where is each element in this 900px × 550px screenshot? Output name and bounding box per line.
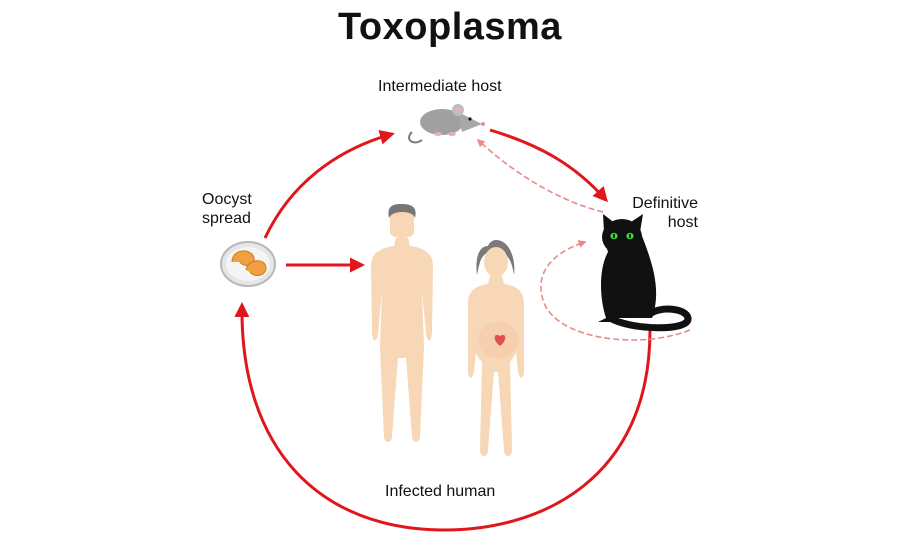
woman-figure	[468, 240, 524, 456]
diagram-title: Toxoplasma	[338, 6, 562, 48]
label-intermediate-host: Intermediate host	[378, 78, 502, 95]
label-definitive-host-line1: Definitive	[632, 195, 698, 212]
label-oocyst-spread: Oocyst spread	[202, 190, 252, 228]
label-definitive-host: Definitive host	[618, 194, 698, 232]
label-definitive-host-line2: host	[667, 214, 698, 231]
dashed-arrow-cat-self-loop	[540, 240, 691, 341]
arrow-oocyst-to-mouse	[263, 130, 395, 239]
arrow-cat-to-oocyst	[234, 302, 652, 532]
mouse-icon	[408, 104, 485, 144]
label-oocyst-line2: spread	[202, 210, 251, 227]
cat-icon	[598, 214, 692, 332]
man-figure	[371, 204, 433, 442]
dashed-arrow-cat-to-mouse	[476, 138, 604, 213]
label-infected-human: Infected human	[385, 483, 496, 500]
arrow-mouse-to-cat	[489, 128, 608, 203]
oocyst-icon	[220, 241, 276, 287]
label-oocyst-line1: Oocyst	[202, 191, 252, 208]
